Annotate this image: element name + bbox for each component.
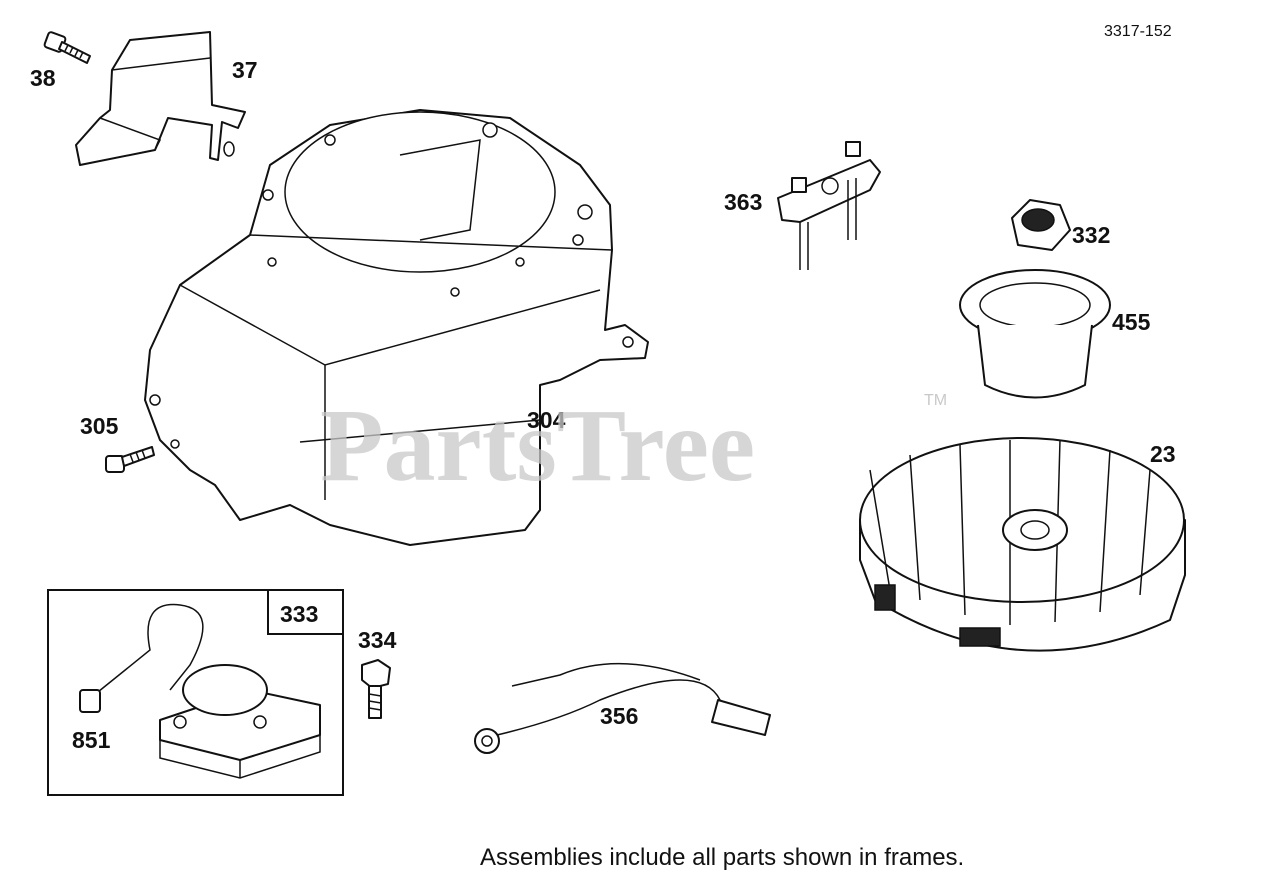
label-305: 305 [80,413,119,439]
label-455: 455 [1112,309,1151,335]
part-332-nut-icon[interactable] [1011,199,1071,251]
part-333-armature-icon[interactable] [79,603,321,779]
drawing-number: 3317-152 [1104,23,1172,40]
part-305-screw-icon[interactable] [105,446,155,473]
label-334: 334 [358,627,397,653]
part-356-wire-icon[interactable] [474,662,771,754]
part-304-blower-housing-icon[interactable] [144,109,649,546]
part-334-bolt-icon[interactable] [361,659,391,719]
label-851: 851 [72,727,111,753]
label-37: 37 [232,57,258,83]
label-363: 363 [724,189,762,215]
part-38-screw-icon[interactable] [43,31,91,64]
part-363-bracket-icon[interactable] [777,141,881,270]
part-37-air-guide-icon[interactable] [75,31,246,166]
part-455-cup-icon[interactable] [959,269,1111,399]
label-38: 38 [30,65,56,91]
watermark-tm: TM [924,392,947,409]
frame-333 [47,589,344,796]
watermark: PartsTree [320,388,755,503]
caption: Assemblies include all parts shown in fr… [480,844,964,871]
label-333: 333 [280,601,318,627]
label-332: 332 [1072,222,1110,248]
label-304: 304 [527,407,566,433]
part-23-flywheel-icon[interactable] [859,437,1186,652]
label-356: 356 [600,703,638,729]
label-23: 23 [1150,441,1176,467]
